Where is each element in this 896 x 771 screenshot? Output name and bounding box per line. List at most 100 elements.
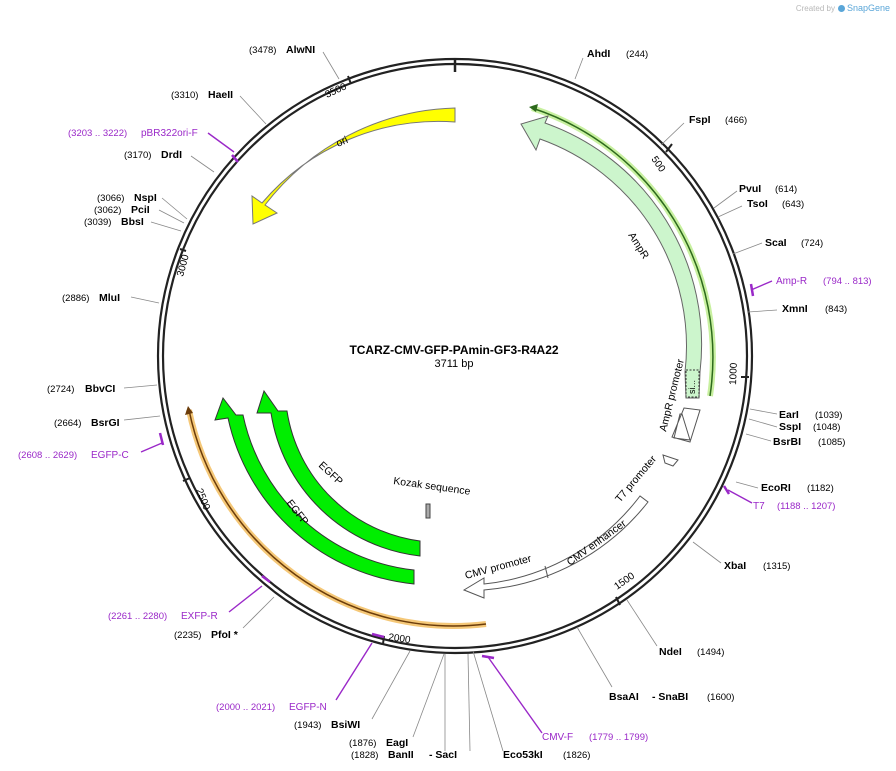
- primer-exfp-r-pos: (2261 .. 2280): [108, 611, 167, 622]
- feature-t7-promoter[interactable]: [662, 454, 679, 467]
- site-banii-pos: (1828): [351, 750, 378, 761]
- primer-egfp-n-pos: (2000 .. 2021): [216, 702, 275, 713]
- feature-signal-label: si...: [687, 380, 697, 394]
- site-eari[interactable]: EarI: [779, 409, 799, 421]
- site-labels-right: AhdI (244) FspI (466) PvuI (614) TsoI (6…: [503, 48, 847, 761]
- feature-kozak[interactable]: [425, 503, 431, 519]
- site-eagi-pos: (1876): [349, 738, 376, 749]
- site-eco53ki[interactable]: Eco53kI: [503, 749, 543, 761]
- site-snabi[interactable]: - SnaBI: [652, 691, 688, 703]
- site-xmni[interactable]: XmnI: [782, 303, 808, 315]
- site-bbvci-pos: (2724): [47, 384, 74, 395]
- primer-cmv-f-pos: (1779 .. 1799): [589, 732, 648, 743]
- tick-500: 500: [649, 154, 668, 174]
- feature-egfp-inner[interactable]: [256, 389, 421, 557]
- amp-highlight-band: [531, 105, 716, 397]
- credit-prefix: Created by: [795, 4, 835, 13]
- primer-marks: [140, 132, 773, 734]
- site-eagi[interactable]: EagI: [386, 737, 408, 749]
- tick-2000: 2000: [388, 632, 412, 646]
- site-snabi-pos: (1600): [707, 692, 734, 703]
- site-ecori-pos: (1182): [807, 483, 834, 494]
- primer-egfp-c[interactable]: EGFP-C: [91, 450, 129, 461]
- site-scai-pos: (724): [801, 238, 823, 249]
- primer-amp-r-pos: (794 .. 813): [823, 276, 872, 287]
- feature-ori-label: ori: [334, 134, 350, 150]
- site-tsoi-pos: (643): [782, 199, 804, 210]
- feature-ampr-promoter[interactable]: [671, 407, 701, 443]
- feature-cmv[interactable]: [462, 495, 649, 599]
- site-banii[interactable]: BanII: [388, 749, 414, 761]
- plasmid-name: TCARZ-CMV-GFP-PAmin-GF3-R4A22: [349, 343, 558, 357]
- snapgene-credit: Created by SnapGene: [796, 3, 890, 13]
- site-alwni-pos: (3478): [249, 45, 276, 56]
- site-nspi[interactable]: NspI: [134, 192, 157, 204]
- site-pvui-pos: (614): [775, 184, 797, 195]
- site-drdi[interactable]: DrdI: [161, 149, 182, 161]
- site-eco53ki-pos: (1826): [563, 750, 590, 761]
- feature-ampr[interactable]: [520, 115, 703, 399]
- site-drdi-pos: (3170): [124, 150, 151, 161]
- credit-brand: SnapGene: [846, 3, 890, 13]
- site-ecori[interactable]: EcoRI: [761, 482, 791, 494]
- feature-kozak-label: Kozak sequence: [393, 475, 472, 498]
- site-xmni-pos: (843): [825, 304, 847, 315]
- site-bsrbi[interactable]: BsrBI: [773, 436, 801, 448]
- site-ndei-pos: (1494): [697, 647, 724, 658]
- site-haeii[interactable]: HaeII: [208, 89, 233, 101]
- tick-3500: 3500: [324, 81, 349, 101]
- primer-t7[interactable]: T7: [753, 501, 765, 512]
- primer-egfp-n[interactable]: EGFP-N: [289, 702, 327, 713]
- site-bbvci[interactable]: BbvCI: [85, 383, 115, 395]
- site-bsaai[interactable]: BsaAI: [609, 691, 639, 703]
- primer-exfp-r[interactable]: EXFP-R: [181, 611, 218, 622]
- amp-inner-arrow-icon: [529, 104, 538, 112]
- site-bsrbi-pos: (1085): [818, 437, 845, 448]
- site-xbai-pos: (1315): [763, 561, 790, 572]
- site-scai[interactable]: ScaI: [765, 237, 787, 249]
- site-mlui-pos: (2886): [62, 293, 89, 304]
- site-haeii-pos: (3310): [171, 90, 198, 101]
- site-sspi[interactable]: SspI: [779, 421, 801, 433]
- site-bsiwi[interactable]: BsiWI: [331, 719, 360, 731]
- site-ndei[interactable]: NdeI: [659, 646, 682, 658]
- site-pvui[interactable]: PvuI: [739, 183, 761, 195]
- site-bsrgi[interactable]: BsrGI: [91, 417, 120, 429]
- site-bbsi[interactable]: BbsI: [121, 216, 144, 228]
- site-pfoi-pos: (2235): [174, 630, 201, 641]
- feature-egfp-outer[interactable]: [214, 396, 415, 585]
- primer-pbr322ori-f[interactable]: pBR322ori-F: [141, 128, 198, 139]
- site-bsiwi-pos: (1943): [294, 720, 321, 731]
- feature-egfp-inner-label: EGFP: [316, 459, 345, 487]
- site-labels-left: (1828) BanII - SacI (1876) EagI (1943) B…: [47, 44, 457, 761]
- snapgene-logo-icon: [837, 5, 845, 12]
- plasmid-size: 3711 bp: [435, 358, 474, 370]
- site-pcii[interactable]: PciI: [131, 204, 150, 216]
- site-mlui[interactable]: MluI: [99, 292, 120, 304]
- site-ahdi-pos: (244): [626, 49, 648, 60]
- site-bbsi-pos: (3039): [84, 217, 111, 228]
- primer-amp-r[interactable]: Amp-R: [776, 276, 807, 287]
- feature-t7-promoter-label: T7 promoter: [613, 453, 659, 505]
- site-sspi-pos: (1048): [813, 422, 840, 433]
- tick-3000: 3000: [175, 253, 191, 278]
- primer-egfp-c-pos: (2608 .. 2629): [18, 450, 77, 461]
- site-leader-lines: [123, 51, 778, 752]
- site-alwni[interactable]: AlwNI: [286, 44, 315, 56]
- site-fspi[interactable]: FspI: [689, 114, 711, 126]
- feature-ori[interactable]: [251, 107, 456, 225]
- tick-1500: 1500: [612, 570, 637, 592]
- site-ahdi[interactable]: AhdI: [587, 48, 610, 60]
- site-tsoi[interactable]: TsoI: [747, 198, 768, 210]
- primer-cmv-f[interactable]: CMV-F: [542, 732, 573, 743]
- site-pcii-pos: (3062): [94, 205, 121, 216]
- site-pfoi[interactable]: PfoI *: [211, 629, 239, 641]
- cmv-divider: [544, 565, 549, 579]
- site-fspi-pos: (466): [725, 115, 747, 126]
- egfp-orange-line: [188, 409, 487, 627]
- site-saci[interactable]: - SacI: [429, 749, 457, 761]
- primer-labels: Amp-R (794 .. 813) T7 (1188 .. 1207) CMV…: [18, 128, 872, 743]
- amp-inner-line: [531, 107, 714, 397]
- tick-1000: 1000: [728, 362, 740, 385]
- site-xbai[interactable]: XbaI: [724, 560, 746, 572]
